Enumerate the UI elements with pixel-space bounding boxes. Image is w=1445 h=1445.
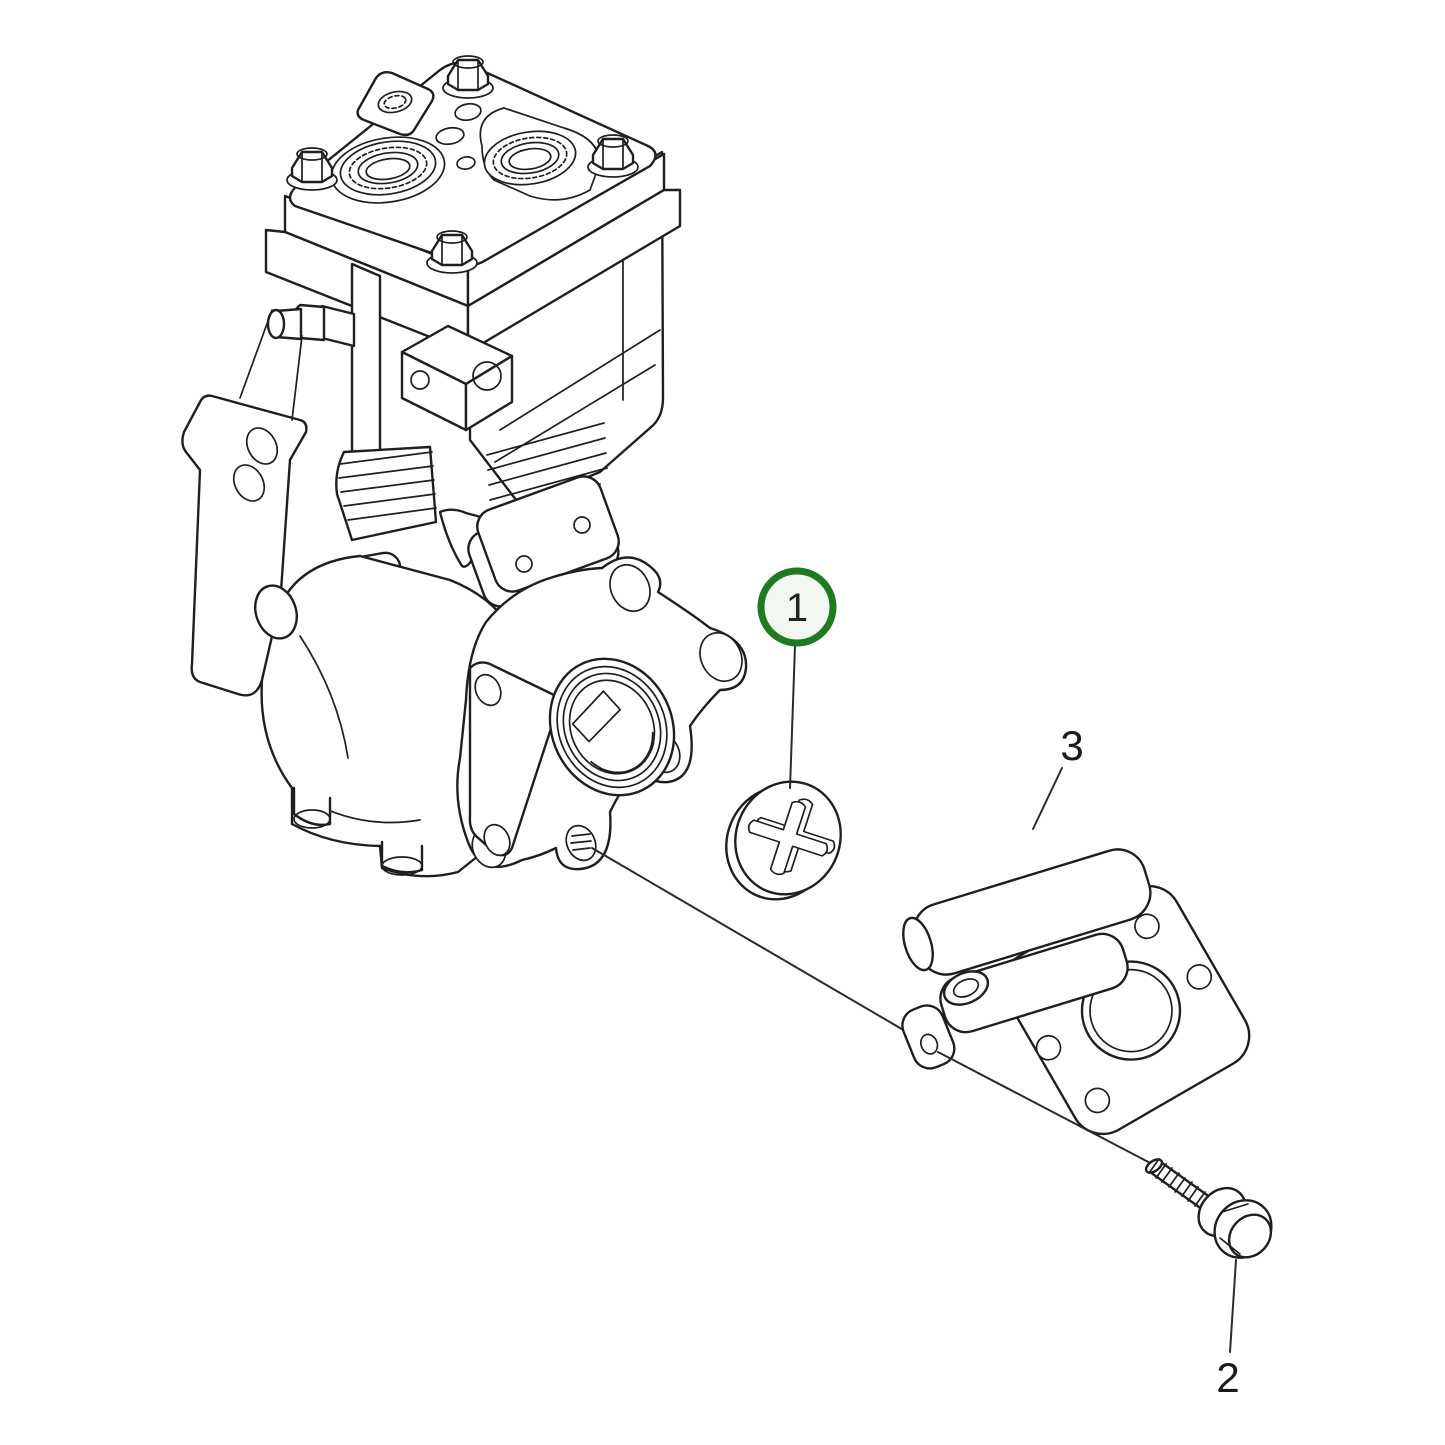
- head-bolts: [286, 55, 639, 274]
- axis-line-cover-to-bolt: [937, 1051, 1157, 1167]
- flange-web: [468, 661, 560, 857]
- head-small-hole: [454, 102, 482, 122]
- hex-bolt: [587, 134, 639, 178]
- bottom-stub: [380, 840, 424, 876]
- flange-threaded-hole: [565, 824, 597, 862]
- callout-1-leader: [789, 645, 796, 789]
- bracket-boss: [254, 584, 298, 640]
- cooling-fins-left: [335, 445, 438, 542]
- bottom-stub: [292, 786, 332, 829]
- crankcase: [254, 554, 518, 878]
- callout-3-number: 3: [1060, 722, 1083, 769]
- callout-2-number: 2: [1216, 1354, 1239, 1401]
- mounting-flange: [456, 556, 748, 871]
- side-block: [400, 324, 514, 432]
- side-cover-part: [901, 848, 1251, 1136]
- callout-3-leader: [1032, 767, 1063, 830]
- callout-1-number: 1: [786, 586, 808, 630]
- hex-bolt: [286, 147, 338, 191]
- callout-2-leader: [1229, 1259, 1237, 1353]
- exhaust-plate: [467, 475, 620, 608]
- compressor-head-top: [288, 61, 657, 267]
- hex-bolt: [426, 230, 478, 274]
- head-port-right: [479, 107, 600, 201]
- hex-flange-bolt-part: [1144, 1158, 1273, 1259]
- bolt-threads: [1148, 1158, 1206, 1207]
- callout-1-badge[interactable]: 1: [757, 567, 837, 647]
- head-small-hole: [456, 156, 476, 170]
- hex-bolt: [442, 55, 494, 99]
- cooling-fins-right: [486, 422, 608, 516]
- flange-bore: [548, 657, 676, 797]
- compressor-assembly-drawing: [181, 55, 748, 878]
- cross-slotted-disc-part: [725, 780, 842, 901]
- axis-line-flange-to-cover: [591, 847, 925, 1043]
- head-small-hole: [435, 126, 465, 146]
- callout-1-circle[interactable]: [757, 567, 837, 647]
- head-port-left: [330, 136, 446, 204]
- cover-boss: [942, 970, 990, 1006]
